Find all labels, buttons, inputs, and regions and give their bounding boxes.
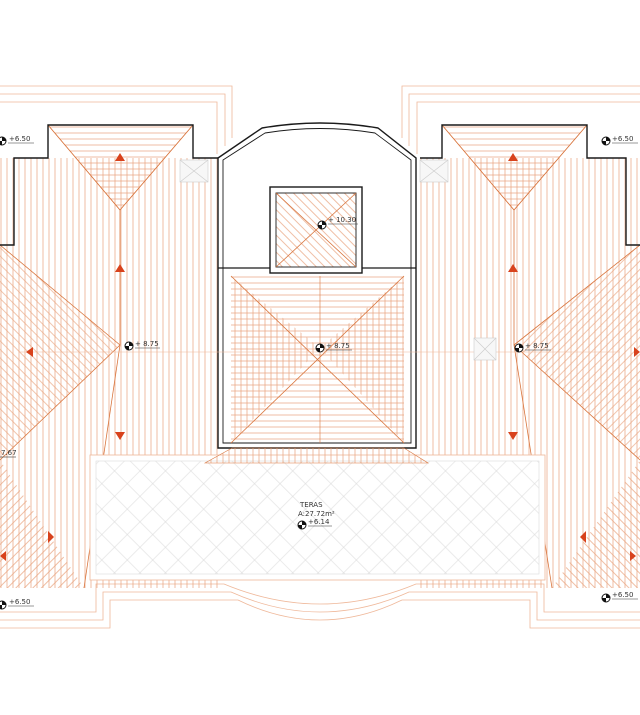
- level-marker-icon: [0, 600, 7, 610]
- level-label: +6.50: [612, 591, 633, 599]
- level-marker-icon: [0, 136, 7, 146]
- level-label: 7.67: [1, 449, 17, 457]
- level-label: + 8.75: [135, 340, 159, 348]
- building-walls: [0, 124, 640, 246]
- slope-arrow-icon: [48, 531, 54, 543]
- slope-arrow-icon: [508, 432, 518, 440]
- level-marker-icon: [315, 343, 325, 353]
- slope-arrow-icon: [26, 347, 33, 357]
- slope-arrows: [0, 153, 640, 561]
- level-marker-icon: [601, 593, 611, 603]
- level-marker-center-roof: + 8.75: [315, 342, 352, 353]
- level-label: +6.50: [9, 135, 30, 143]
- level-label: + 10.30: [328, 216, 356, 224]
- level-marker-top-right: +6.50: [601, 135, 638, 146]
- level-marker-bottom-left: +6.50: [0, 598, 34, 610]
- terrace-labels: TERAS A:27.72m² +6.14: [297, 501, 335, 530]
- level-marker-left-roof: + 8.75: [124, 340, 160, 351]
- level-label: +6.50: [612, 135, 633, 143]
- level-marker-bottom-right: +6.50: [601, 591, 638, 603]
- level-label: +6.50: [9, 598, 30, 606]
- skylights: [179, 159, 497, 361]
- level-marker-icon: [514, 343, 524, 353]
- slope-arrow-icon: [508, 264, 518, 272]
- level-marker-left-edge: 7.67: [0, 449, 17, 458]
- level-label: + 8.75: [525, 342, 549, 350]
- terrace-name: TERAS: [299, 501, 323, 509]
- slope-arrow-icon: [508, 153, 518, 161]
- terrace-area: A:27.72m²: [298, 510, 335, 518]
- level-label: + 8.75: [326, 342, 350, 350]
- slope-arrow-icon: [115, 153, 125, 161]
- level-marker-tower: + 10.30: [317, 216, 358, 230]
- level-marker-icon: [124, 341, 134, 351]
- level-marker-top-left: +6.50: [0, 135, 34, 146]
- slope-arrow-icon: [115, 264, 125, 272]
- terrace-level: +6.14: [308, 518, 330, 526]
- slope-arrow-icon: [634, 347, 640, 357]
- central-tower: [217, 122, 417, 449]
- level-marker-icon: [317, 220, 327, 230]
- slope-arrow-icon: [115, 432, 125, 440]
- terrace: [89, 447, 546, 581]
- slope-arrow-icon: [630, 551, 636, 561]
- slope-arrow-icon: [580, 531, 586, 543]
- level-marker-right-roof: + 8.75: [514, 342, 551, 353]
- level-marker-icon: [297, 520, 307, 530]
- level-marker-icon: [601, 136, 611, 146]
- perimeter-offsets: [0, 85, 640, 629]
- slope-arrow-icon: [0, 551, 6, 561]
